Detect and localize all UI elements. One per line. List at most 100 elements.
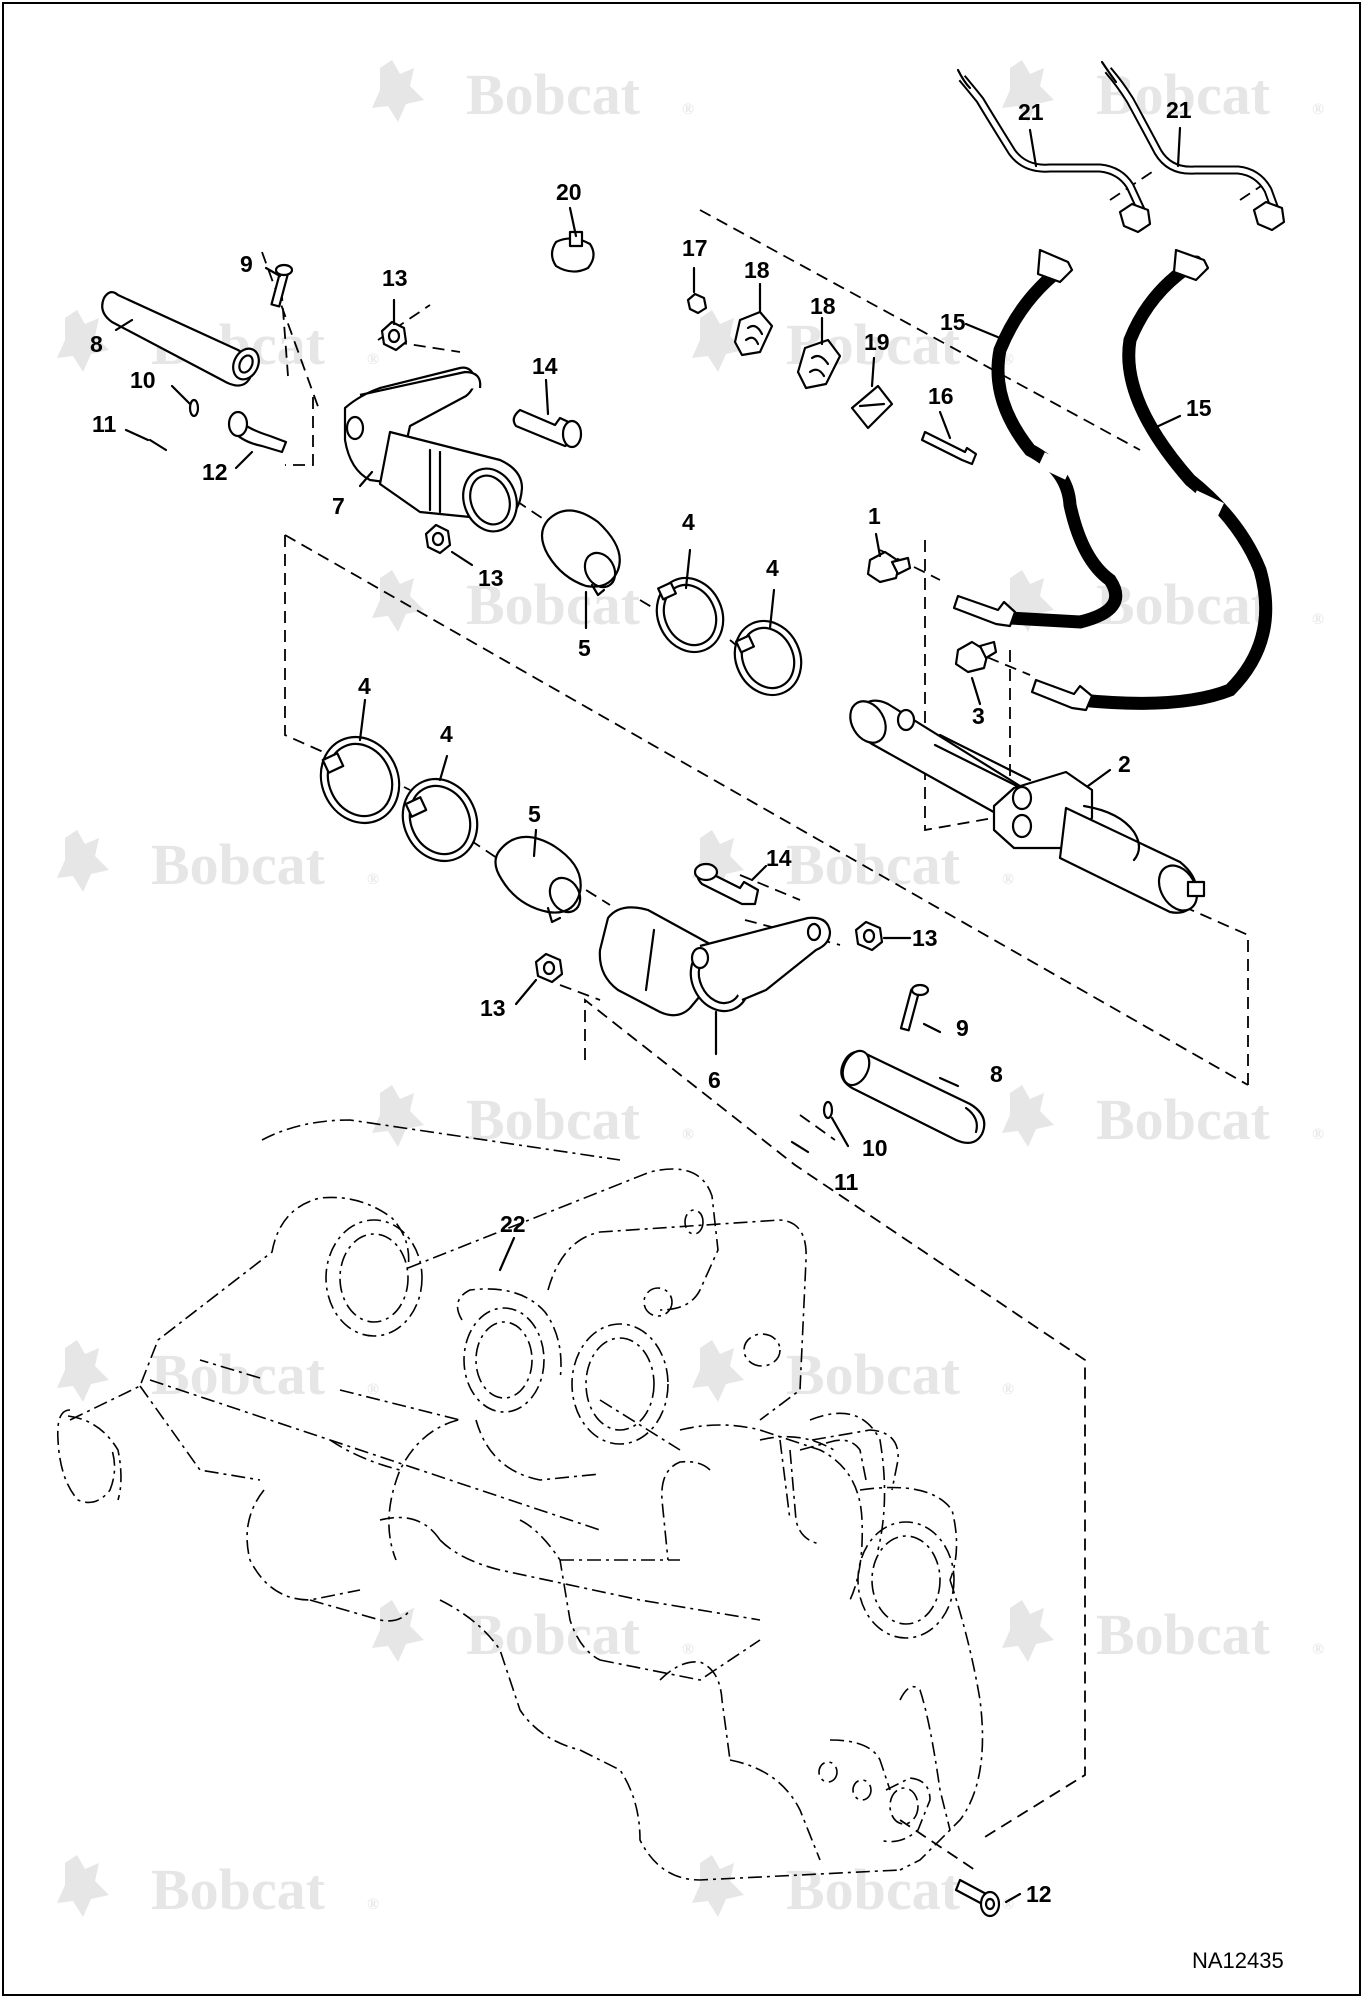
watermark-mark: ® <box>367 1896 379 1913</box>
callout-8-a: 8 <box>90 331 103 357</box>
callout-14-a: 14 <box>532 353 558 379</box>
watermark-bobcat: Bobcat® <box>692 830 1014 897</box>
bobcat-logo-icon <box>1002 570 1054 632</box>
callout-11-a: 11 <box>92 411 117 437</box>
callout-13-a: 13 <box>382 265 408 291</box>
callout-6: 6 <box>708 1067 721 1093</box>
fitting-3 <box>954 640 998 674</box>
plate-19 <box>850 384 894 430</box>
bobcat-logo-icon <box>372 60 424 122</box>
bolt-12-upper <box>227 410 288 454</box>
callout-5-a: 5 <box>578 635 591 661</box>
bobcat-logo-icon <box>1002 1085 1054 1147</box>
nut-13-upper-b <box>424 523 452 555</box>
watermark-mark: ® <box>1002 871 1014 888</box>
watermark-mark: ® <box>367 871 379 888</box>
callout-15-a: 15 <box>940 309 966 335</box>
clamp-4-upper-b <box>733 619 803 697</box>
callouts: 1 2 3 4 4 4 4 5 5 6 7 8 8 9 9 10 10 11 1… <box>90 97 1212 1907</box>
callout-4-c: 4 <box>358 673 371 699</box>
callout-10-b: 10 <box>862 1135 888 1161</box>
callout-19: 19 <box>864 329 890 355</box>
callout-18-a: 18 <box>744 257 770 283</box>
ring-10-lower <box>822 1100 834 1120</box>
nut-13-lower-a <box>854 920 884 952</box>
bushing-5-lower <box>494 835 582 924</box>
callout-10-a: 10 <box>130 367 156 393</box>
cylinder-2 <box>849 699 1206 914</box>
callout-11-b: 11 <box>834 1169 859 1195</box>
watermark-brand: Bobcat <box>1096 1087 1271 1152</box>
callout-12-a: 12 <box>202 459 228 485</box>
clamp-4-lower-b <box>401 777 479 863</box>
callout-13-d: 13 <box>480 995 506 1021</box>
bobcat-logo-icon <box>1002 60 1054 122</box>
callout-1: 1 <box>868 503 881 529</box>
tube-21-right <box>1100 60 1286 232</box>
tube-21-left <box>956 68 1152 234</box>
hose-15-right <box>1030 248 1273 712</box>
watermark-brand: Bobcat <box>1096 1602 1271 1667</box>
callout-7: 7 <box>332 493 345 519</box>
callout-3: 3 <box>972 703 985 729</box>
watermark-mark: ® <box>682 1126 694 1143</box>
callout-21-a: 21 <box>1018 99 1044 125</box>
callout-5-b: 5 <box>528 801 541 827</box>
watermark-mark: ® <box>682 1641 694 1658</box>
nut-17 <box>686 292 708 315</box>
bolt-9-upper <box>270 263 294 308</box>
line-11-upper <box>148 438 168 452</box>
watermark-brand: Bobcat <box>466 1602 641 1667</box>
watermark-bobcat: Bobcat ® <box>57 1340 379 1407</box>
bobcat-logo-icon <box>692 1340 744 1402</box>
watermark-mark: ® <box>1312 101 1324 118</box>
bobcat-logo-icon <box>372 570 424 632</box>
pin-8-upper <box>101 291 260 387</box>
watermark-bobcat: Bobcat® <box>692 1340 1014 1407</box>
callout-4-a: 4 <box>682 509 695 535</box>
watermark-mark: ® <box>1312 611 1324 628</box>
bolt-14-upper <box>512 408 583 449</box>
bobcat-logo-icon <box>57 830 109 892</box>
watermark-mark: ® <box>1312 1641 1324 1658</box>
bobcat-logo-icon <box>692 830 744 892</box>
fitting-1 <box>866 550 912 584</box>
nut-13-lower-b <box>534 952 564 984</box>
bobcat-logo-icon <box>372 1600 424 1662</box>
watermark-mark: ® <box>682 101 694 118</box>
watermark-bobcat: Bobcat ® <box>372 1600 694 1667</box>
bobcat-logo-icon <box>57 1340 109 1402</box>
line-11-lower <box>790 1140 810 1154</box>
callout-15-b: 15 <box>1186 395 1212 421</box>
callout-9-a: 9 <box>240 251 253 277</box>
clamp-18-a <box>733 310 774 357</box>
bolt-12-lower <box>954 1878 1001 1918</box>
watermark-bobcat: Bobcat ® <box>57 830 379 897</box>
callout-16: 16 <box>928 383 954 409</box>
watermark-bobcat: Bobcat® <box>57 1855 379 1922</box>
nut-13-upper-a <box>380 320 408 352</box>
callout-13-b: 13 <box>478 565 504 591</box>
callout-17: 17 <box>682 235 708 261</box>
callout-18-b: 18 <box>810 293 836 319</box>
watermark-brand: Bobcat <box>466 62 641 127</box>
watermark-brand: Bobcat <box>786 1857 961 1922</box>
bobcat-logo-icon <box>372 1085 424 1147</box>
leader-lines <box>114 126 1182 1904</box>
watermark-mark: ® <box>367 1381 379 1398</box>
bobcat-logo-icon <box>692 1855 744 1917</box>
bracket-7 <box>343 366 524 533</box>
bolt-16 <box>920 430 978 466</box>
watermark-brand: Bobcat <box>151 1342 326 1407</box>
callout-12-b: 12 <box>1026 1881 1052 1907</box>
clamp-18-b <box>796 338 842 390</box>
watermark-bobcat: Bobcat® <box>372 1085 694 1152</box>
watermark-bobcat: Bobcat ® <box>372 60 694 127</box>
hose-15-left <box>952 248 1123 629</box>
bobcat-logo-icon <box>692 310 744 372</box>
watermark-brand: Bobcat <box>151 832 326 897</box>
ring-10-upper <box>188 398 200 418</box>
callout-20: 20 <box>556 179 582 205</box>
